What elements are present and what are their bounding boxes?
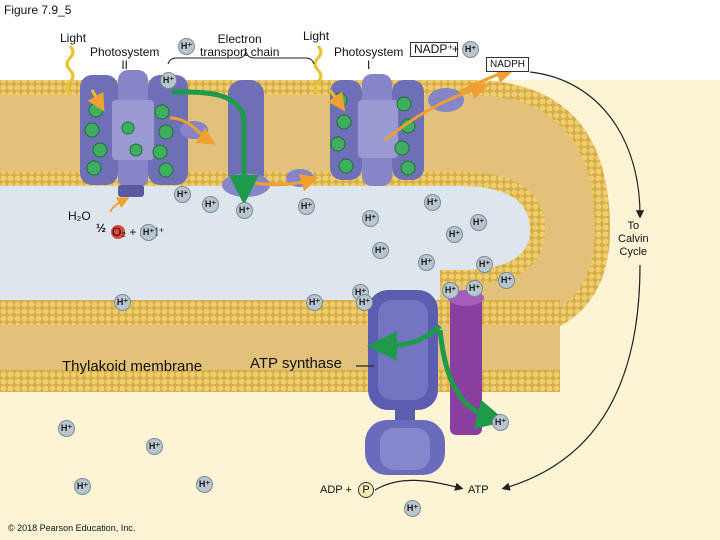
light-squiggle-left bbox=[65, 44, 75, 96]
atp-synthase-proton-arrow-1 bbox=[367, 324, 442, 361]
hydrogen-ion: H⁺ bbox=[140, 224, 157, 241]
hydrogen-ion: H⁺ bbox=[74, 478, 91, 495]
hydrogen-ion: H⁺ bbox=[178, 38, 195, 55]
hydrogen-ion: H⁺ bbox=[114, 294, 131, 311]
photosystem-ii-label: Photosystem II bbox=[90, 45, 160, 72]
hydrogen-ion: H⁺ bbox=[418, 254, 435, 271]
thylakoid-lumen bbox=[0, 186, 530, 270]
light-label-left: Light bbox=[60, 31, 87, 45]
light-label-right: Light bbox=[303, 29, 330, 43]
hydrogen-ion: H⁺ bbox=[424, 194, 441, 211]
nadph-label: NADPH bbox=[486, 57, 530, 72]
hydrogen-ion: H⁺ bbox=[446, 226, 463, 243]
copyright-label: © 2018 Pearson Education, Inc. bbox=[8, 523, 136, 533]
nadp-label: NADP⁺ bbox=[410, 42, 458, 57]
lumen-lower bbox=[0, 270, 440, 300]
hydrogen-ion: H⁺ bbox=[306, 294, 323, 311]
water-label: H₂O bbox=[68, 209, 91, 223]
hydrogen-ion: H⁺ bbox=[476, 256, 493, 273]
hydrogen-ion: H⁺ bbox=[404, 500, 421, 517]
hydrogen-ion: H⁺ bbox=[174, 186, 191, 203]
electron-flow-arrow-1 bbox=[169, 116, 216, 145]
photosystem-i-label: Photosystem I bbox=[334, 45, 404, 72]
atp-synthase-label: ATP synthase bbox=[250, 355, 342, 372]
atp-label: ATP bbox=[468, 484, 489, 496]
adp-to-atp-arrow bbox=[374, 479, 464, 491]
hydrogen-ion: H⁺ bbox=[160, 72, 177, 89]
hydrogen-ion: H⁺ bbox=[236, 202, 253, 219]
hydrogen-ion: H⁺ bbox=[442, 282, 459, 299]
electron-flow-arrow-3 bbox=[384, 81, 489, 142]
hydrogen-ion: H⁺ bbox=[196, 476, 213, 493]
hydrogen-ion: H⁺ bbox=[202, 196, 219, 213]
adp-label: ADP + bbox=[320, 484, 352, 496]
hydrogen-ion: H⁺ bbox=[466, 280, 483, 297]
hydrogen-ion: H⁺ bbox=[58, 420, 75, 437]
phosphate-label: P bbox=[358, 482, 374, 498]
hydrogen-ion: H⁺ bbox=[498, 272, 515, 289]
calvin-to-atp-arrow bbox=[501, 264, 641, 491]
proton-pump-arrow bbox=[171, 89, 259, 205]
nadph-to-calvin-arrow bbox=[529, 71, 645, 219]
figure-title: Figure 7.9_5 bbox=[4, 3, 72, 17]
etc-brace bbox=[167, 50, 315, 65]
oxygen-atom bbox=[111, 225, 125, 239]
hydrogen-ion: H⁺ bbox=[362, 210, 379, 227]
hydrogen-ion: H⁺ bbox=[356, 294, 373, 311]
to-calvin-cycle-label: To Calvin Cycle bbox=[618, 220, 649, 258]
hydrogen-ion: H⁺ bbox=[372, 242, 389, 259]
nadph-arrow bbox=[459, 65, 515, 94]
thylakoid-membrane-label: Thylakoid membrane bbox=[62, 358, 203, 375]
hydrogen-ion: H⁺ bbox=[146, 438, 163, 455]
hydrogen-ion: H⁺ bbox=[462, 41, 479, 58]
hydrogen-ion: H⁺ bbox=[492, 414, 509, 431]
hydrogen-ion: H⁺ bbox=[470, 214, 487, 231]
atp-synthase-proton-arrow-2 bbox=[437, 329, 507, 429]
electron-transport-chain-label: Electron transport chain bbox=[200, 32, 280, 59]
half-coefficient: ½ bbox=[96, 221, 107, 235]
stroma-bottom bbox=[0, 392, 720, 540]
light-squiggle-right bbox=[313, 44, 323, 96]
hydrogen-ion: H⁺ bbox=[298, 198, 315, 215]
